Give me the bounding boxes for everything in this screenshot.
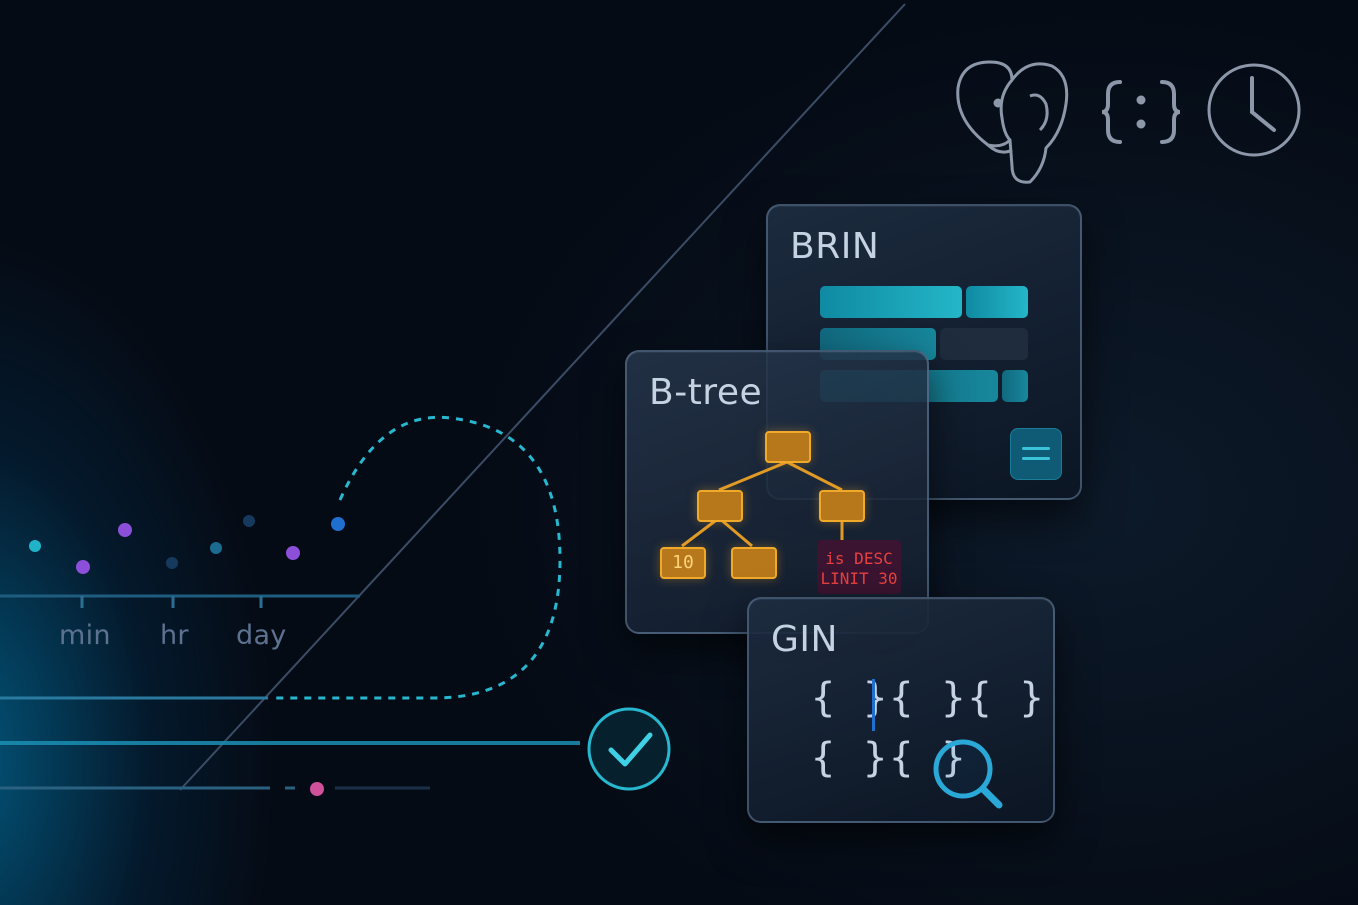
check-circle-icon xyxy=(587,707,671,791)
btree-leaf-value: 10 xyxy=(672,552,694,573)
brin-range-bar xyxy=(940,328,1028,360)
point xyxy=(310,782,324,796)
diagonal-divider xyxy=(179,3,906,791)
brin-title: BRIN xyxy=(790,226,880,267)
dashed-arc xyxy=(270,415,562,700)
point xyxy=(210,542,222,554)
point xyxy=(243,515,255,527)
query-line: is DESC xyxy=(825,549,893,568)
brin-range-bar xyxy=(1002,370,1028,402)
query-line: LINIT 30 xyxy=(820,569,898,588)
btree-query-badge: is DESC LINIT 30 xyxy=(817,540,901,594)
btree-leaf-node xyxy=(731,547,777,579)
postgres-elephant-icon xyxy=(956,60,1069,184)
tick-label-hr: hr xyxy=(160,620,189,651)
json-braces-icon xyxy=(1101,80,1181,144)
btree-title: B-tree xyxy=(649,372,763,413)
point xyxy=(29,540,41,552)
gin-title: GIN xyxy=(771,619,838,660)
btree-inner-node xyxy=(697,490,743,522)
brin-range-bar xyxy=(820,286,962,318)
btree-inner-node xyxy=(819,490,865,522)
gin-card: GIN { }{ }{ } { }{ } xyxy=(747,597,1055,823)
point xyxy=(76,560,90,574)
gin-braces-row: { }{ }{ } xyxy=(811,675,1046,721)
gin-braces-row: { }{ } xyxy=(811,735,968,781)
btree-root-node xyxy=(765,431,811,463)
gin-text-cursor xyxy=(872,679,875,731)
brin-range-bar xyxy=(966,286,1028,318)
brin-menu-button[interactable] xyxy=(1010,428,1062,480)
btree-diagram xyxy=(681,460,844,548)
point xyxy=(118,523,132,537)
tick-label-min: min xyxy=(59,620,111,651)
point xyxy=(331,517,345,531)
btree-card: B-tree 10 is DESC LINIT 30 xyxy=(625,350,929,634)
btree-leaf-node: 10 xyxy=(660,547,706,579)
point xyxy=(286,546,300,560)
point xyxy=(166,557,178,569)
clock-icon xyxy=(1207,63,1301,157)
tick-label-day: day xyxy=(236,620,287,651)
